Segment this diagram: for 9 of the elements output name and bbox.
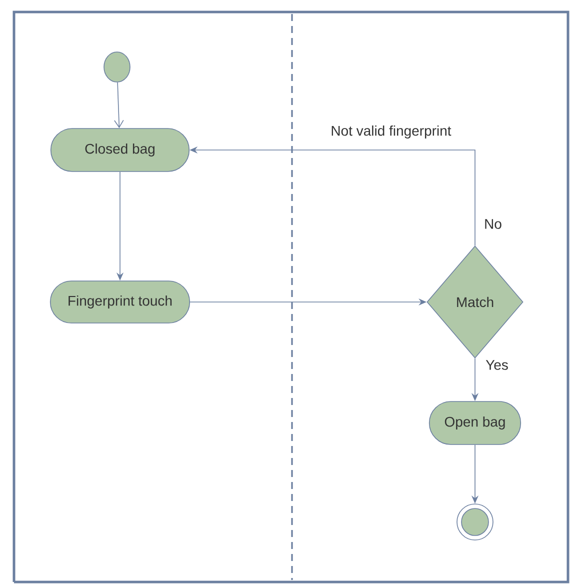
arrow: [114, 82, 124, 128]
edge-label: Not valid fingerprint: [330, 124, 452, 140]
activity-box: Fingerprint touch: [50, 280, 190, 324]
activity-box: Open bag: [428, 401, 522, 445]
end-node: [456, 504, 494, 540]
edge-label: Yes: [484, 359, 510, 371]
start-node: [104, 52, 130, 82]
branch-label: No: [483, 218, 503, 230]
activity-box: Closed bag: [50, 128, 190, 172]
